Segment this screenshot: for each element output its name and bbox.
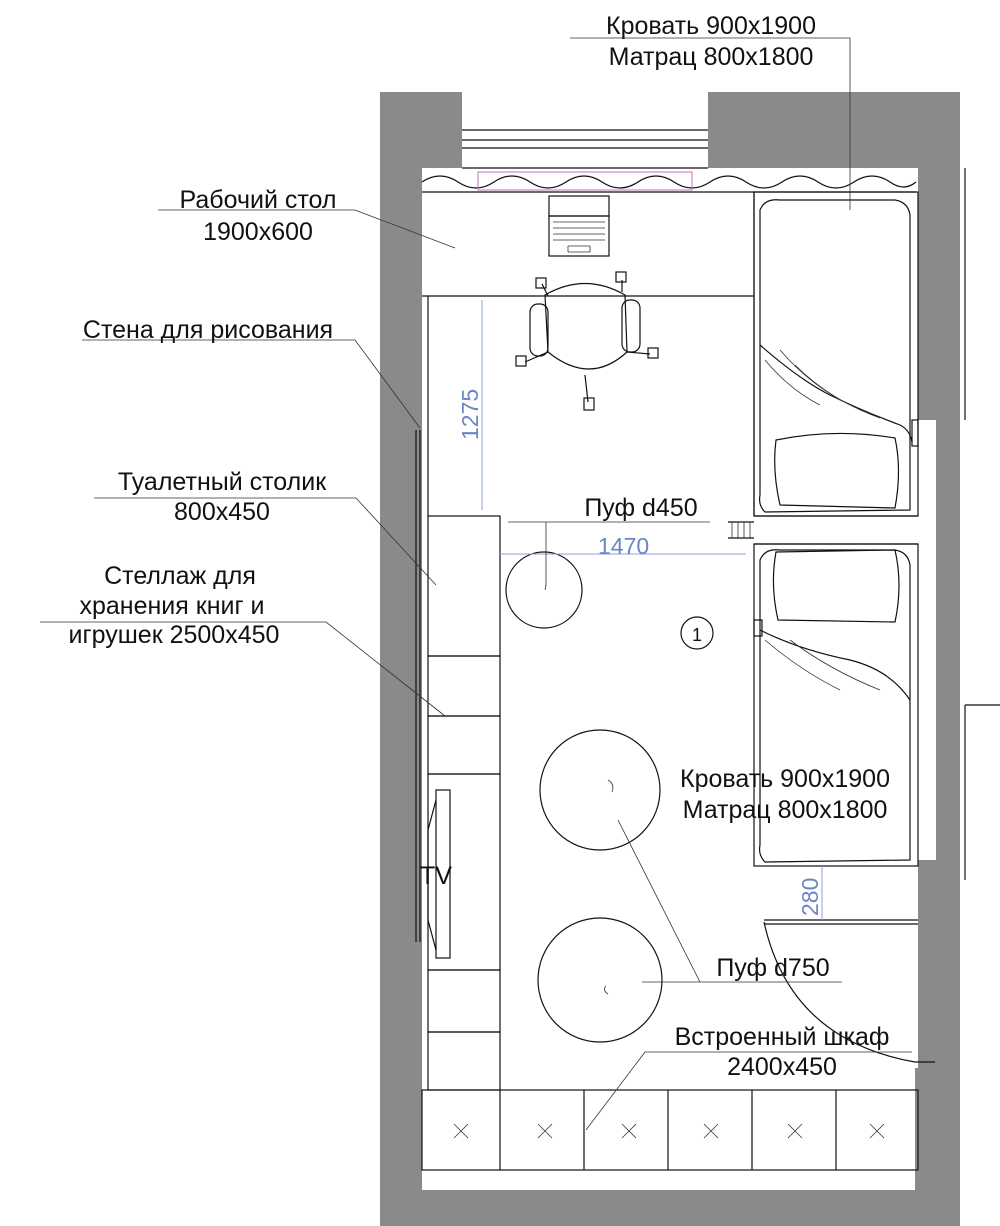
pillow-bottom	[772, 549, 900, 623]
leader-lines	[40, 37, 912, 1131]
vanity-label-line2: 800x450	[174, 498, 270, 526]
room-interior	[422, 168, 918, 1190]
corridor	[960, 168, 1000, 1226]
tv-icon	[427, 789, 451, 959]
pouf-small-label: Пуф d450	[584, 494, 697, 522]
wardrobe-label-line2: 2400x450	[727, 1053, 837, 1081]
desk-label-line2: 1900x600	[203, 218, 313, 246]
drawing-wall-label: Стена для рисования	[83, 316, 333, 344]
office-chair-icon	[515, 271, 659, 411]
wall-top-right-stub	[708, 92, 758, 168]
door	[763, 919, 935, 1063]
bed-bottom	[753, 543, 919, 867]
vanity-label-line1: Туалетный столик	[118, 468, 327, 496]
pouf-large-label: Пуф d750	[716, 954, 829, 982]
shelf-label-line3: игрушек 2500x450	[69, 621, 280, 649]
dimension-lines	[481, 300, 823, 920]
curtain	[421, 175, 917, 189]
dimension-1470: 1470	[598, 533, 649, 559]
bed-top-label-line1: Кровать 900x1900	[606, 12, 816, 40]
pillow-top	[774, 432, 900, 509]
dimension-280: 280	[797, 878, 823, 916]
dimension-1275: 1275	[457, 389, 483, 440]
wall-right-pier	[936, 420, 960, 600]
laptop-icon	[548, 195, 610, 257]
shelf-label-line2: хранения книг и	[79, 592, 264, 620]
wall-right-pier-lower	[918, 860, 960, 920]
walls	[380, 92, 1000, 1226]
shelf-label-line1: Стеллаж для	[104, 562, 256, 590]
wall-bottom-right-stub	[915, 1068, 935, 1190]
door-opening-right	[918, 420, 936, 920]
room-number: 1	[692, 625, 702, 645]
bed-bottom-label-line2: Матрац 800x1800	[683, 796, 888, 824]
bed-top-label-line2: Матрац 800x1800	[609, 43, 814, 71]
curtain-rod	[477, 171, 693, 191]
tv-label: TV	[420, 862, 452, 890]
bed-bottom-label-line1: Кровать 900x1900	[680, 765, 890, 793]
room-number-marker: 1	[680, 616, 714, 650]
wardrobe-label-line1: Встроенный шкаф	[675, 1023, 890, 1051]
pouf-large-top	[539, 729, 661, 851]
pouf-large-bottom	[537, 917, 663, 1043]
desk-label-line1: Рабочий стол	[180, 186, 337, 214]
drawing-wall	[415, 430, 421, 942]
built-in-wardrobe	[421, 1089, 919, 1171]
